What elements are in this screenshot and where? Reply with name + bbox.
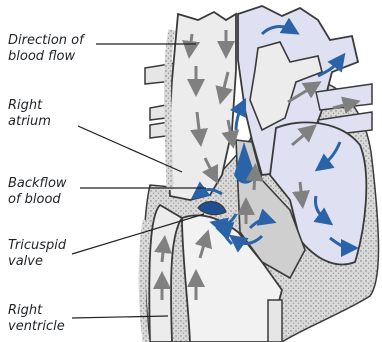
label-backflow-line2: of blood xyxy=(8,192,67,208)
label-ventricle-line1: Right xyxy=(8,303,65,319)
arrow-icon xyxy=(190,34,192,50)
label-atrium-line2: atrium xyxy=(8,114,51,130)
label-valve-line1: Tricuspid xyxy=(8,238,66,254)
curved-arrow-icon xyxy=(236,106,242,130)
arrow-icon xyxy=(300,182,302,200)
label-right-ventricle: Right ventricle xyxy=(8,303,65,335)
label-tricuspid-valve: Tricuspid valve xyxy=(8,238,66,270)
label-direction-of-blood-flow: Direction of blood flow xyxy=(8,33,84,65)
label-backflow-line1: Backflow xyxy=(8,176,67,192)
label-valve-line2: valve xyxy=(8,254,66,270)
arrow-icon xyxy=(162,244,164,262)
arrow-icon xyxy=(254,172,255,190)
label-ventricle-line2: ventricle xyxy=(8,319,65,335)
label-atrium-line1: Right xyxy=(8,98,51,114)
label-right-atrium: Right atrium xyxy=(8,98,51,130)
label-backflow-of-blood: Backflow of blood xyxy=(8,176,67,208)
label-direction-line2: blood flow xyxy=(8,49,84,65)
descending-aorta xyxy=(268,300,282,342)
label-direction-line1: Direction of xyxy=(8,33,84,49)
